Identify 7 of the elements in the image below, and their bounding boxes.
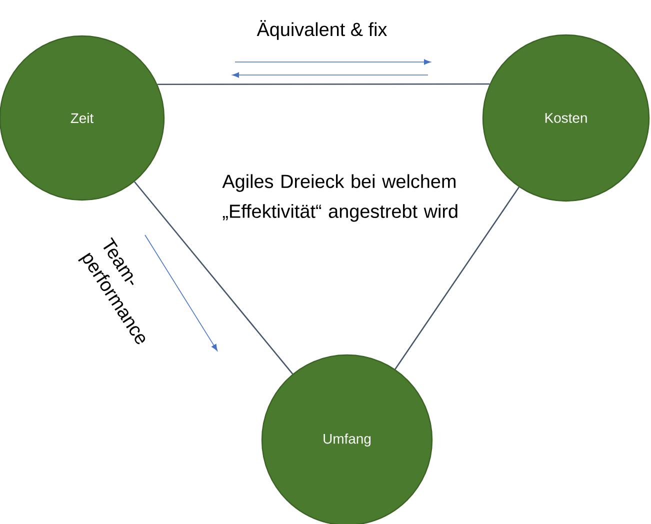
description-text: Agiles Dreieck bei welchem „Effektivität“ angestrebt wird xyxy=(222,174,458,222)
relation-label: Äquivalent & fix xyxy=(256,20,387,40)
circle-node: Kosten xyxy=(482,34,650,202)
connector-line xyxy=(134,181,294,374)
circle-node: Umfang xyxy=(261,354,433,524)
connector-line xyxy=(157,83,490,86)
connector-line xyxy=(394,186,520,370)
